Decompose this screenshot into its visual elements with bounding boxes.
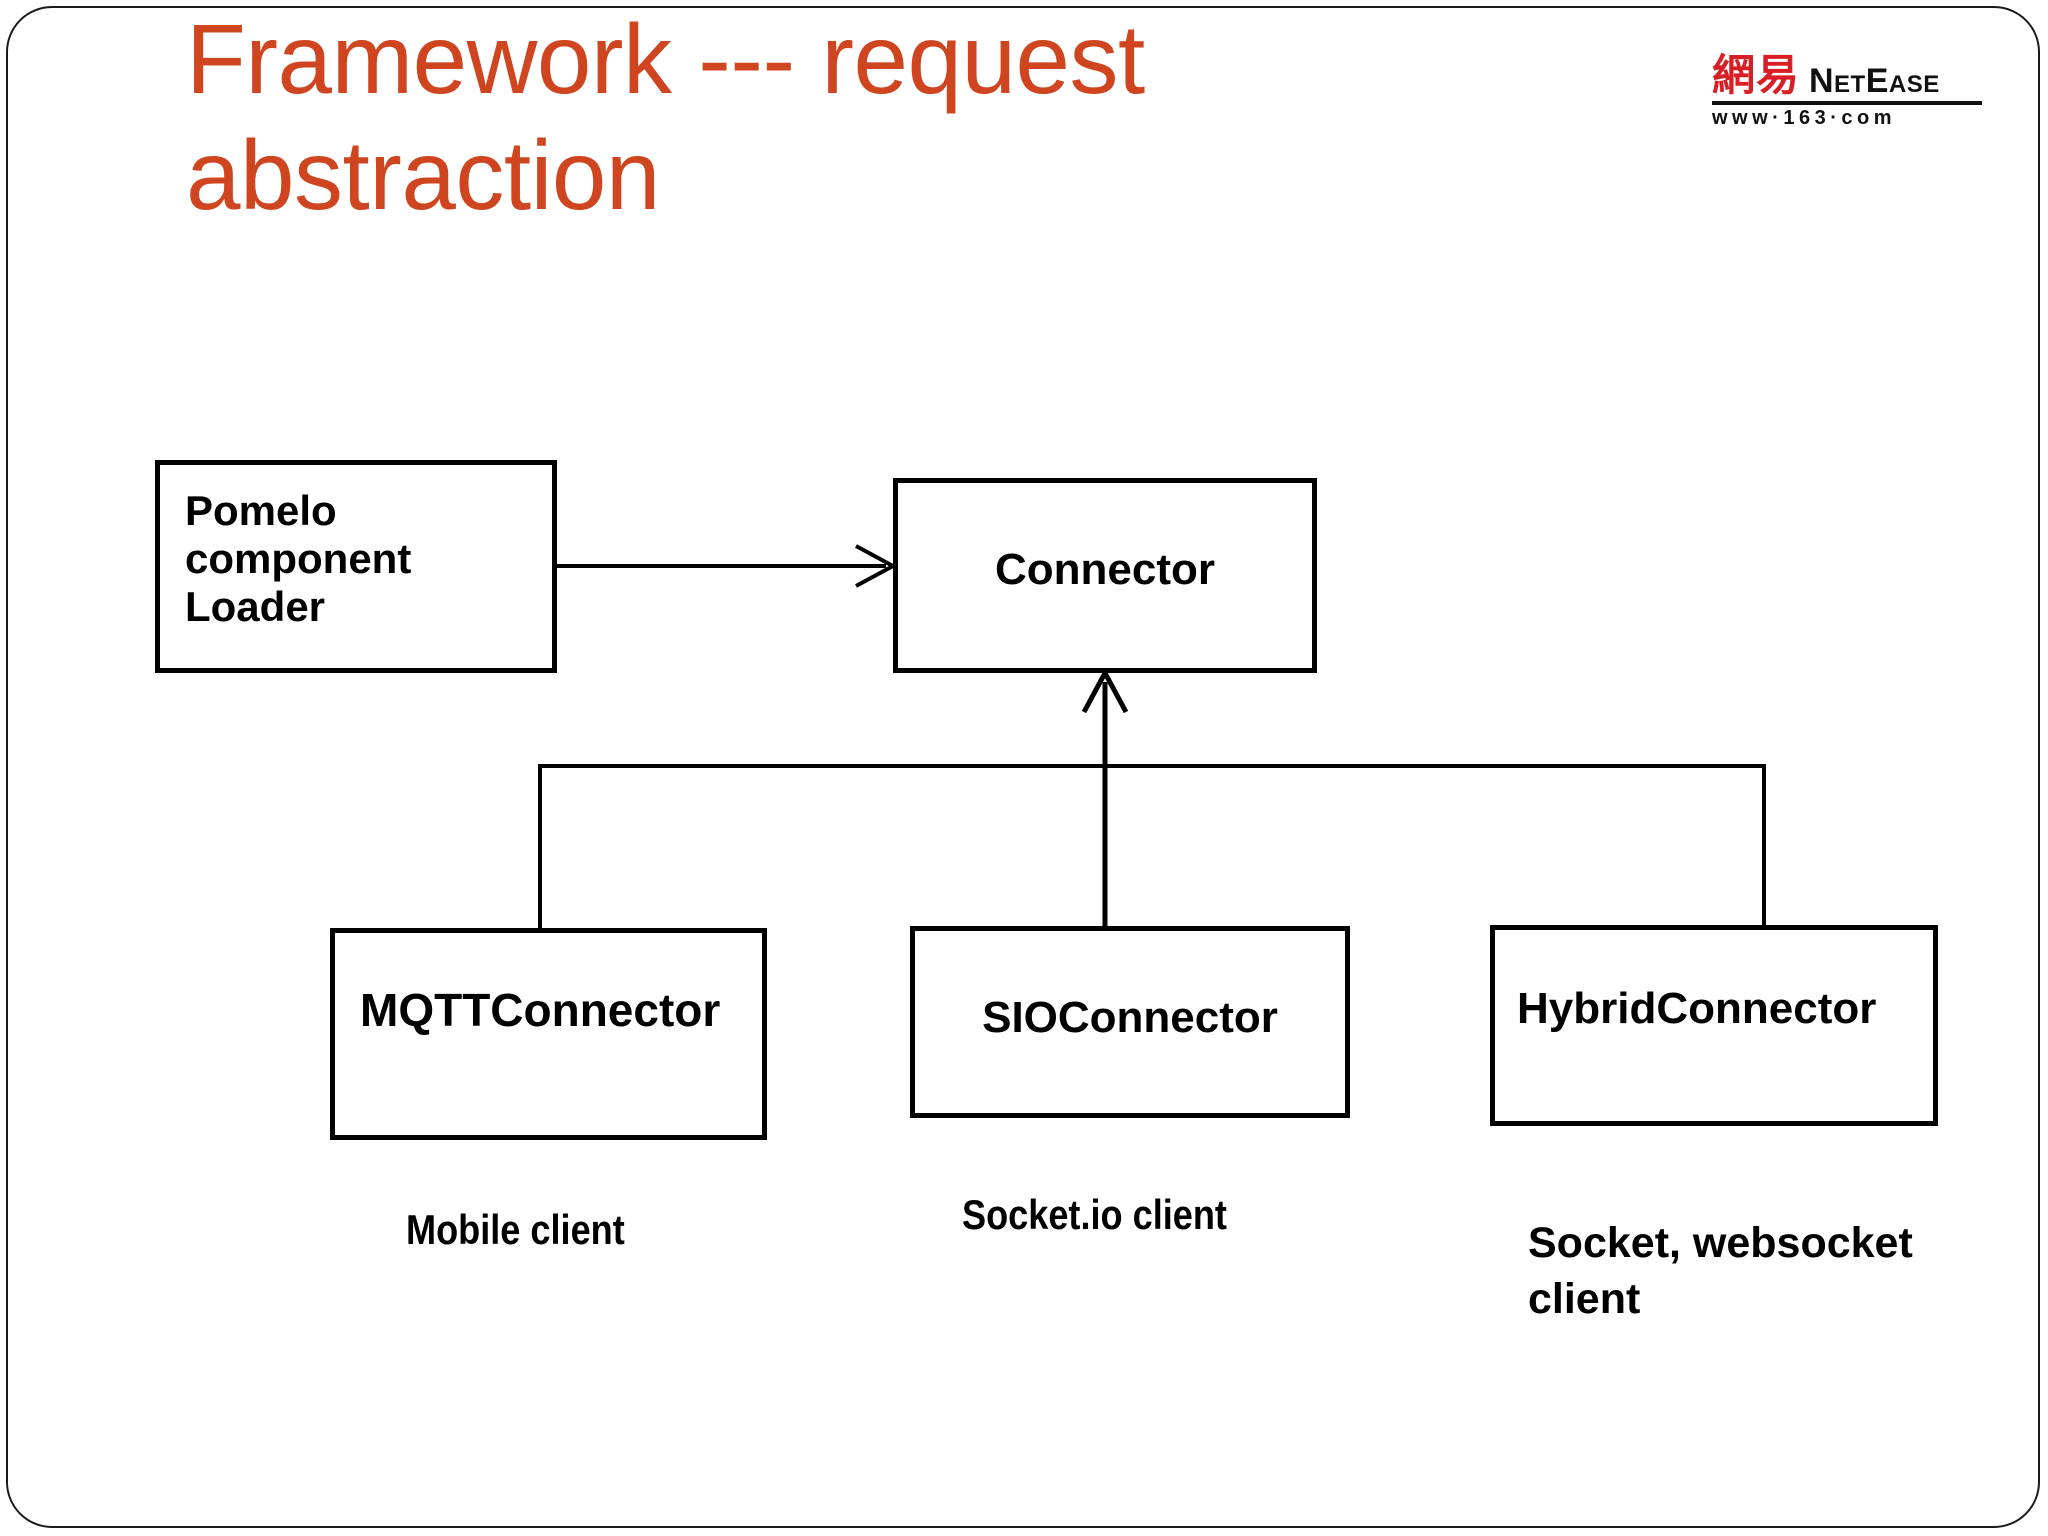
node-label: HybridConnector	[1517, 984, 1877, 1033]
caption-mobile-client: Mobile client	[406, 1206, 625, 1253]
caption-socketio-client: Socket.io client	[962, 1191, 1227, 1238]
page-title: Framework --- request abstraction	[186, 4, 1145, 230]
node-label: SIOConnector	[982, 993, 1278, 1042]
logo-divider	[1712, 101, 1982, 105]
netease-logo: 網易 NetEase www·163·com	[1712, 48, 1982, 130]
node-pomelo-component-loader[interactable]: Pomelo component Loader	[155, 460, 557, 673]
arrowhead-sio-to-connector	[1081, 667, 1129, 714]
node-hybrid-connector[interactable]: HybridConnector	[1490, 925, 1938, 1126]
node-label: Connector	[995, 545, 1215, 594]
logo-chinese-text: 網易	[1712, 51, 1800, 101]
node-label: Pomelo component Loader	[185, 487, 412, 630]
node-sio-connector[interactable]: SIOConnector	[910, 926, 1350, 1118]
logo-english-text: NetEase	[1809, 62, 1940, 100]
caption-socket-websocket-client: Socket, websocket client	[1528, 1219, 1913, 1323]
node-connector[interactable]: Connector	[893, 478, 1317, 673]
logo-url-text: www·163·com	[1712, 107, 1896, 129]
logo-wordmark-row: 網易 NetEase	[1712, 48, 1982, 101]
node-mqtt-connector[interactable]: MQTTConnector	[330, 928, 767, 1140]
node-label: MQTTConnector	[360, 984, 721, 1036]
